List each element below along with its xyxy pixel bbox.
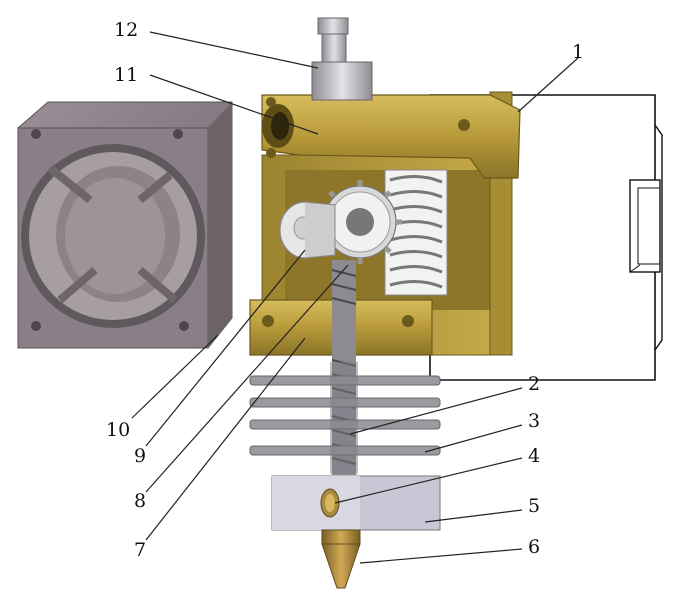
leader-4 (334, 457, 523, 504)
nozzle (321, 529, 361, 589)
callout-12: 12 (114, 19, 138, 41)
heater-block (271, 475, 441, 531)
leader-2 (349, 387, 523, 435)
leader-6 (359, 548, 523, 564)
leader-10 (131, 334, 219, 419)
drive-gear (318, 180, 402, 264)
callout-7: 7 (134, 539, 146, 561)
callout-5: 5 (528, 495, 540, 517)
leader-3 (424, 424, 523, 453)
tension-spring (384, 169, 448, 296)
leader-12 (149, 31, 319, 69)
leader-7 (145, 337, 306, 541)
callout-1: 1 (572, 41, 584, 63)
leader-9 (145, 249, 306, 447)
callout-8: 8 (134, 490, 146, 512)
pneumatic-fitting (311, 17, 373, 101)
callout-11: 11 (114, 64, 138, 86)
leader-5 (424, 509, 523, 523)
callout-labels: 1 2 3 4 5 6 7 8 9 10 11 12 (106, 19, 584, 561)
cooling-fan (17, 101, 233, 349)
callout-3: 3 (528, 410, 540, 432)
callout-9: 9 (134, 445, 146, 467)
tension-lever-arm (261, 94, 521, 179)
callout-2: 2 (528, 373, 540, 395)
callout-4: 4 (528, 445, 540, 467)
leader-1 (517, 57, 579, 113)
leader-8 (145, 264, 349, 493)
callout-6: 6 (528, 536, 540, 558)
callout-leaders (131, 31, 579, 564)
callout-10: 10 (106, 419, 130, 441)
leader-11 (149, 74, 319, 135)
idler-bearing (279, 201, 336, 259)
